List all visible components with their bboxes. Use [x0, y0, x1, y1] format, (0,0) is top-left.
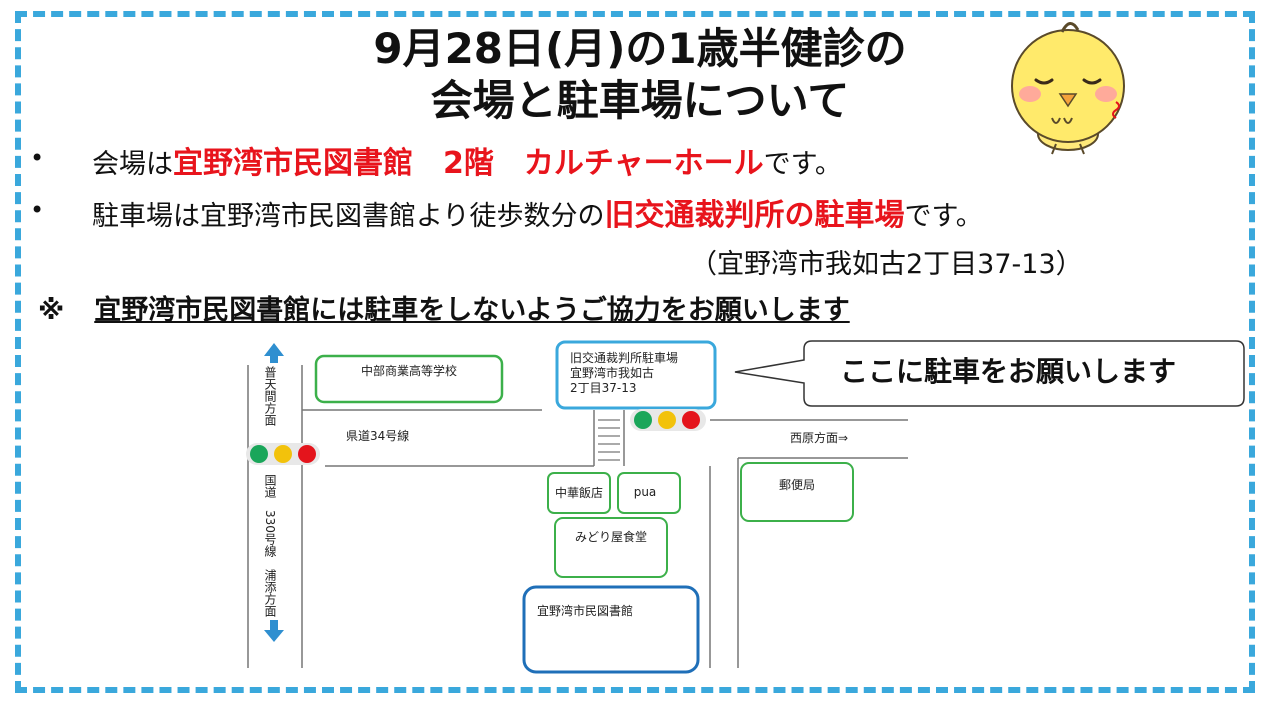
dashed-frame [15, 11, 1255, 693]
venue-bullet: 会場は宜野湾市民図書館 2階 カルチャーホールです。 [92, 146, 842, 181]
crosswalk [598, 419, 620, 461]
midoriya-building [554, 517, 668, 578]
road-lines [247, 365, 908, 668]
no-parking-notice: ※宜野湾市民図書館には駐車をしないようご協力をお願いします [38, 295, 850, 326]
bullet-mark: • [30, 144, 45, 172]
page-title-line1: 9月28日(月)の1歳半健診の [373, 24, 907, 73]
traffic-signal-west [246, 443, 320, 465]
nishihara-direction-label: 西原方面⇒ [790, 430, 848, 445]
parking-label-1: 旧交通裁判所駐車場 [570, 350, 678, 365]
traffic-signal-east [630, 409, 706, 431]
arrow-up-icon [264, 343, 284, 363]
parking-bullet: 駐車場は宜野湾市民図書館より徒歩数分の旧交通裁判所の駐車場です。 [92, 198, 983, 233]
parking-label-3: 2丁目37-13 [570, 381, 637, 395]
national-road-label: 国道 330号線 浦添方面 [263, 474, 277, 617]
chick-icon [1011, 22, 1125, 155]
chinese-restaurant-building [547, 472, 611, 514]
library-building [522, 585, 700, 674]
parking-box [555, 340, 717, 410]
post-office-label: 郵便局 [779, 478, 815, 492]
pua-label: pua [634, 485, 657, 499]
post-office-building [740, 462, 854, 522]
school-building [314, 354, 504, 404]
library-label: 宜野湾市民図書館 [537, 603, 633, 618]
bullet-mark: • [30, 196, 45, 224]
arrow-down-icon [264, 620, 284, 642]
page-title-line2: 会場と駐車場について [430, 76, 850, 125]
callout-text: ここに駐車をお願いします [840, 355, 1176, 388]
futenma-direction-label: 普天間方面 [263, 366, 277, 426]
parking-address: （宜野湾市我如古2丁目37-13） [690, 249, 1083, 280]
midoriya-label: みどり屋食堂 [575, 529, 647, 544]
school-label: 中部商業高等学校 [361, 363, 457, 378]
chinese-restaurant-label: 中華飯店 [555, 485, 603, 500]
parking-label-2: 宜野湾市我如古 [570, 365, 654, 380]
prefectural-road-label: 県道34号線 [346, 428, 409, 443]
callout-bubble [734, 340, 1245, 407]
pua-building [617, 472, 681, 514]
